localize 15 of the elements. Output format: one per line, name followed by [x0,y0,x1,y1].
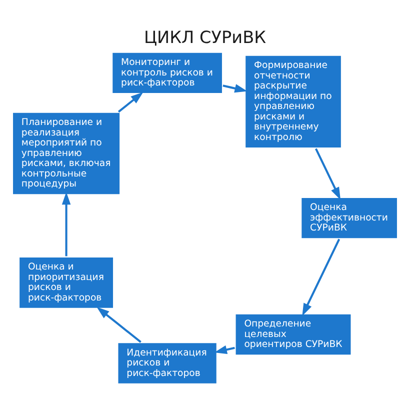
node-box: Идентификация рисков и риск-факторов [116,341,218,386]
node-box: Формирование отчетности раскрытие информации по управлению рисками и внутреннему контролю [244,54,343,150]
arrow [314,148,341,200]
node-box: Оценка эффективности СУРиВК [300,196,399,240]
node-box: Планирование и реализация мероприятий по управлению рисками, включая контрольные процедуры [11,110,122,196]
arrow [214,345,235,354]
node-box: Оценка и приоритизация рисков и риск-факторов [18,256,115,310]
arrow [62,192,71,256]
arrow [302,238,340,316]
diagram-title: ЦИКЛ СУРиВК [144,26,266,47]
arrow [96,306,142,343]
arrow [118,92,144,113]
node-box: Определение целевых ориентиров СУРиВК [234,312,353,356]
arrow [222,84,248,93]
node-box: Мониторинг и контроль рисков и риск-факторов [110,50,224,95]
